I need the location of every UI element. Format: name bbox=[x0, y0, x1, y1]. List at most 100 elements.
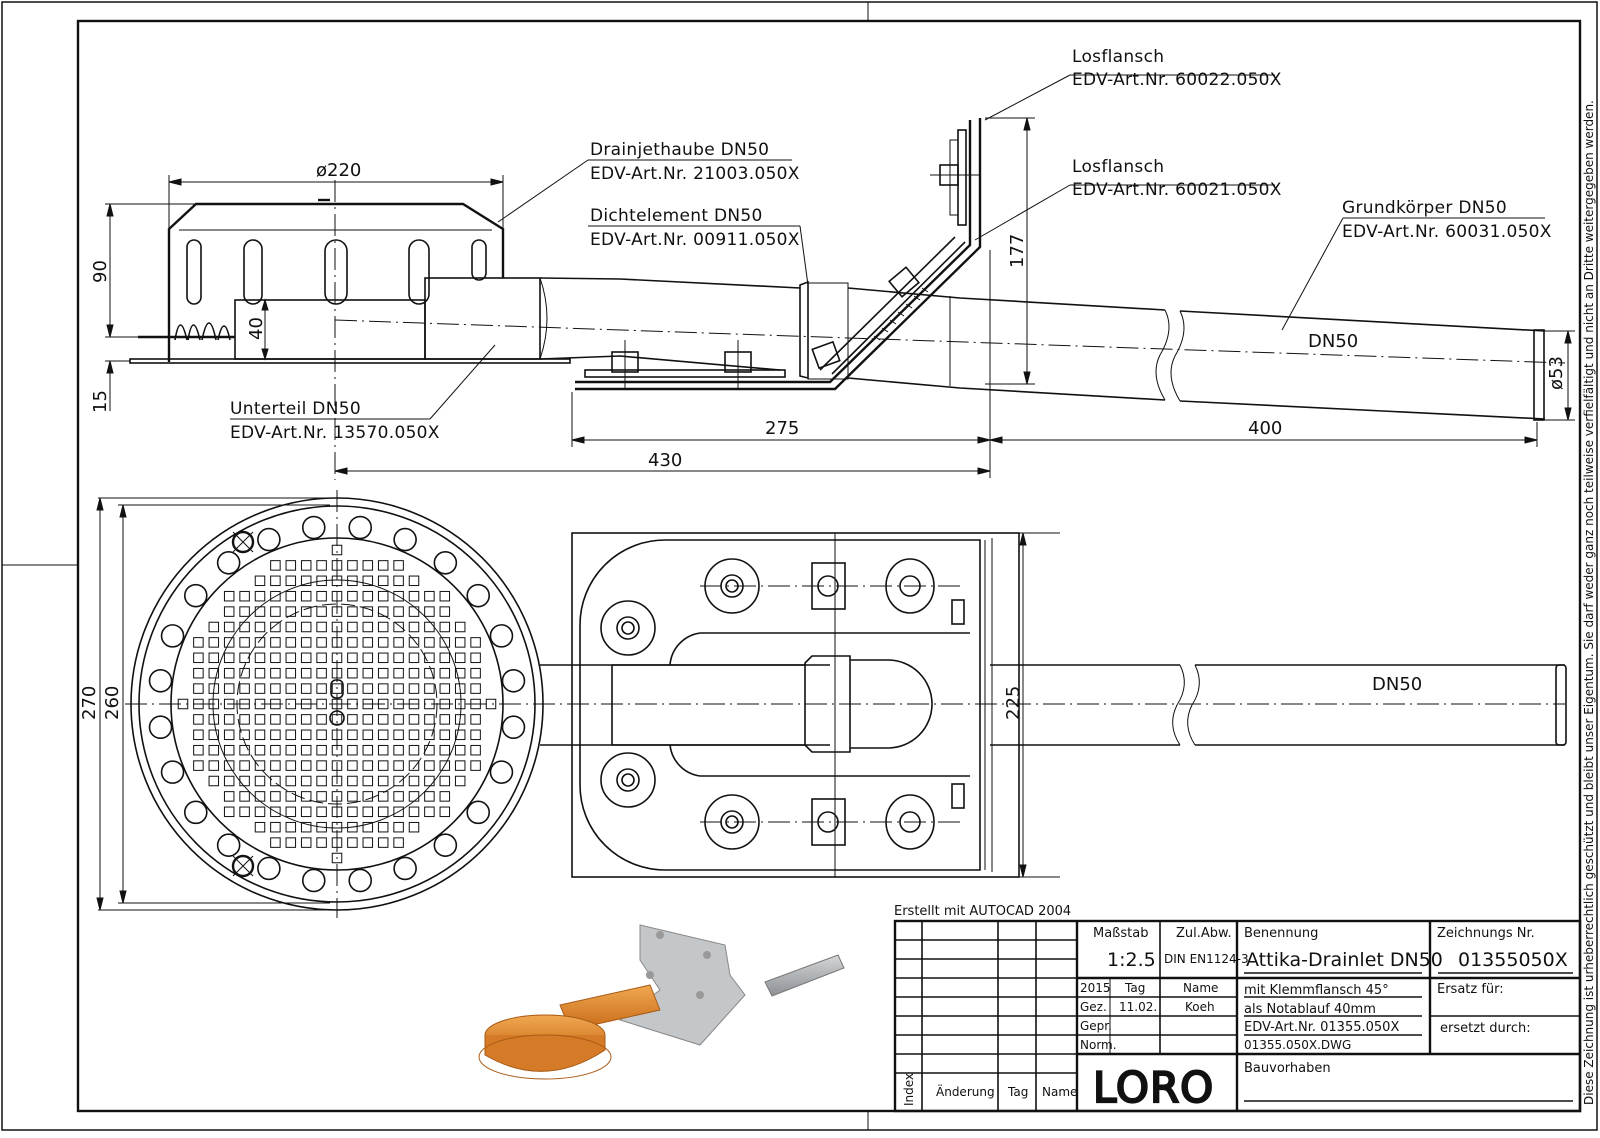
grate-opening bbox=[254, 791, 266, 802]
grate-opening bbox=[239, 775, 250, 787]
tb-ersatz-fuer-label: Ersatz für: bbox=[1437, 982, 1504, 997]
grate-scallop bbox=[433, 550, 458, 575]
plan-view: 270 260 225 DN50 bbox=[79, 490, 1567, 918]
grate-opening bbox=[208, 760, 220, 771]
grate-opening bbox=[208, 714, 220, 725]
grate-opening bbox=[470, 667, 481, 679]
grate-opening bbox=[377, 729, 389, 741]
grate-opening bbox=[193, 652, 204, 664]
grate-scallop bbox=[183, 800, 208, 825]
grate-opening bbox=[208, 637, 220, 648]
grate-opening bbox=[424, 791, 435, 802]
grate-opening bbox=[300, 837, 312, 848]
grate-opening bbox=[239, 590, 250, 602]
grate-opening bbox=[393, 652, 404, 664]
grate-opening bbox=[362, 775, 374, 787]
grate-scallops bbox=[148, 515, 526, 893]
copyright-notice: Diese Zeichnung ist urheberrechtlich ges… bbox=[1582, 100, 1596, 1105]
grate-opening bbox=[316, 775, 327, 787]
grate-opening bbox=[377, 714, 389, 725]
tb-zeichnungs-nr-label: Zeichnungs Nr. bbox=[1437, 926, 1535, 941]
grate-opening bbox=[270, 760, 281, 771]
hood-slots bbox=[186, 239, 487, 305]
grate-opening bbox=[377, 760, 389, 771]
grate-opening bbox=[270, 683, 281, 694]
grate-opening bbox=[362, 806, 374, 818]
grate-opening bbox=[285, 760, 297, 771]
grate-scallop bbox=[393, 527, 417, 552]
grate-opening bbox=[254, 821, 266, 833]
tb-zeichnungs-nr-value: 01355050X bbox=[1458, 949, 1568, 971]
grate-opening bbox=[316, 714, 327, 725]
grate-opening bbox=[454, 621, 466, 633]
grate-opening bbox=[470, 729, 481, 741]
drainjet-hood bbox=[138, 198, 505, 362]
mounting-plate bbox=[571, 532, 1020, 878]
dim-flange-length: 275 bbox=[765, 418, 799, 439]
grate-opening bbox=[470, 760, 481, 771]
callout-drainjethaube-name: Drainjethaube DN50 bbox=[590, 140, 769, 160]
grate-opening bbox=[331, 544, 343, 556]
callout-drainjethaube-art: EDV-Art.Nr. 21003.050X bbox=[590, 164, 800, 184]
tb-benennung-value: Attika-Drainlet DN50 bbox=[1246, 949, 1443, 971]
grate-opening bbox=[439, 590, 451, 602]
grate-opening bbox=[254, 621, 266, 633]
grate-opening bbox=[439, 637, 451, 648]
grate-opening bbox=[316, 667, 327, 679]
callout-losflansch-2-name: Losflansch bbox=[1072, 157, 1164, 177]
grate-opening bbox=[223, 775, 235, 787]
grate-opening bbox=[270, 652, 281, 664]
grate-opening bbox=[316, 760, 327, 771]
grate-opening bbox=[223, 714, 235, 725]
grate-opening bbox=[300, 714, 312, 725]
grate-opening bbox=[362, 837, 374, 848]
grate-opening bbox=[377, 637, 389, 648]
grate-opening bbox=[285, 744, 297, 756]
grate-opening bbox=[362, 652, 374, 664]
grate-opening bbox=[223, 744, 235, 756]
dim-flange-height: 177 bbox=[1007, 234, 1028, 268]
grate-opening bbox=[377, 621, 389, 633]
callout-grundkoerper-art: EDV-Art.Nr. 60031.050X bbox=[1342, 222, 1552, 242]
tb-rev-index-label: Index bbox=[902, 1073, 916, 1106]
pipe-label-plan: DN50 bbox=[1372, 674, 1422, 695]
dim-outer-diameter: 270 bbox=[79, 686, 100, 720]
grate-opening bbox=[439, 806, 451, 818]
grate-opening bbox=[362, 606, 374, 617]
grate-opening bbox=[408, 714, 420, 725]
grate-opening bbox=[393, 791, 404, 802]
grate-opening bbox=[316, 729, 327, 741]
dim-hood-height: 90 bbox=[90, 260, 111, 283]
grate-opening bbox=[285, 698, 297, 710]
grate-opening bbox=[393, 621, 404, 633]
grate-opening bbox=[424, 606, 435, 617]
grate-opening bbox=[362, 667, 374, 679]
grate-opening bbox=[454, 714, 466, 725]
grate-opening bbox=[347, 575, 358, 587]
grate-opening bbox=[454, 760, 466, 771]
tb-tag-label: Tag bbox=[1124, 981, 1145, 995]
grate-scallop bbox=[466, 800, 491, 825]
grate-opening bbox=[454, 744, 466, 756]
grate-opening bbox=[254, 683, 266, 694]
grate-opening bbox=[239, 606, 250, 617]
grate-opening bbox=[347, 637, 358, 648]
grate-opening bbox=[270, 821, 281, 833]
grate-opening bbox=[316, 621, 327, 633]
grate-opening bbox=[254, 744, 266, 756]
grate-opening bbox=[239, 729, 250, 741]
grate-opening bbox=[347, 590, 358, 602]
grate-opening bbox=[362, 560, 374, 571]
grate-opening bbox=[316, 806, 327, 818]
grate-opening bbox=[285, 621, 297, 633]
grate-opening bbox=[362, 760, 374, 771]
grate-opening bbox=[193, 760, 204, 771]
grate-opening bbox=[362, 791, 374, 802]
grate-scallop bbox=[216, 550, 241, 575]
grate-opening bbox=[300, 729, 312, 741]
grate-opening bbox=[393, 714, 404, 725]
grate-opening bbox=[347, 606, 358, 617]
grate-opening bbox=[454, 667, 466, 679]
grate-opening bbox=[270, 575, 281, 587]
